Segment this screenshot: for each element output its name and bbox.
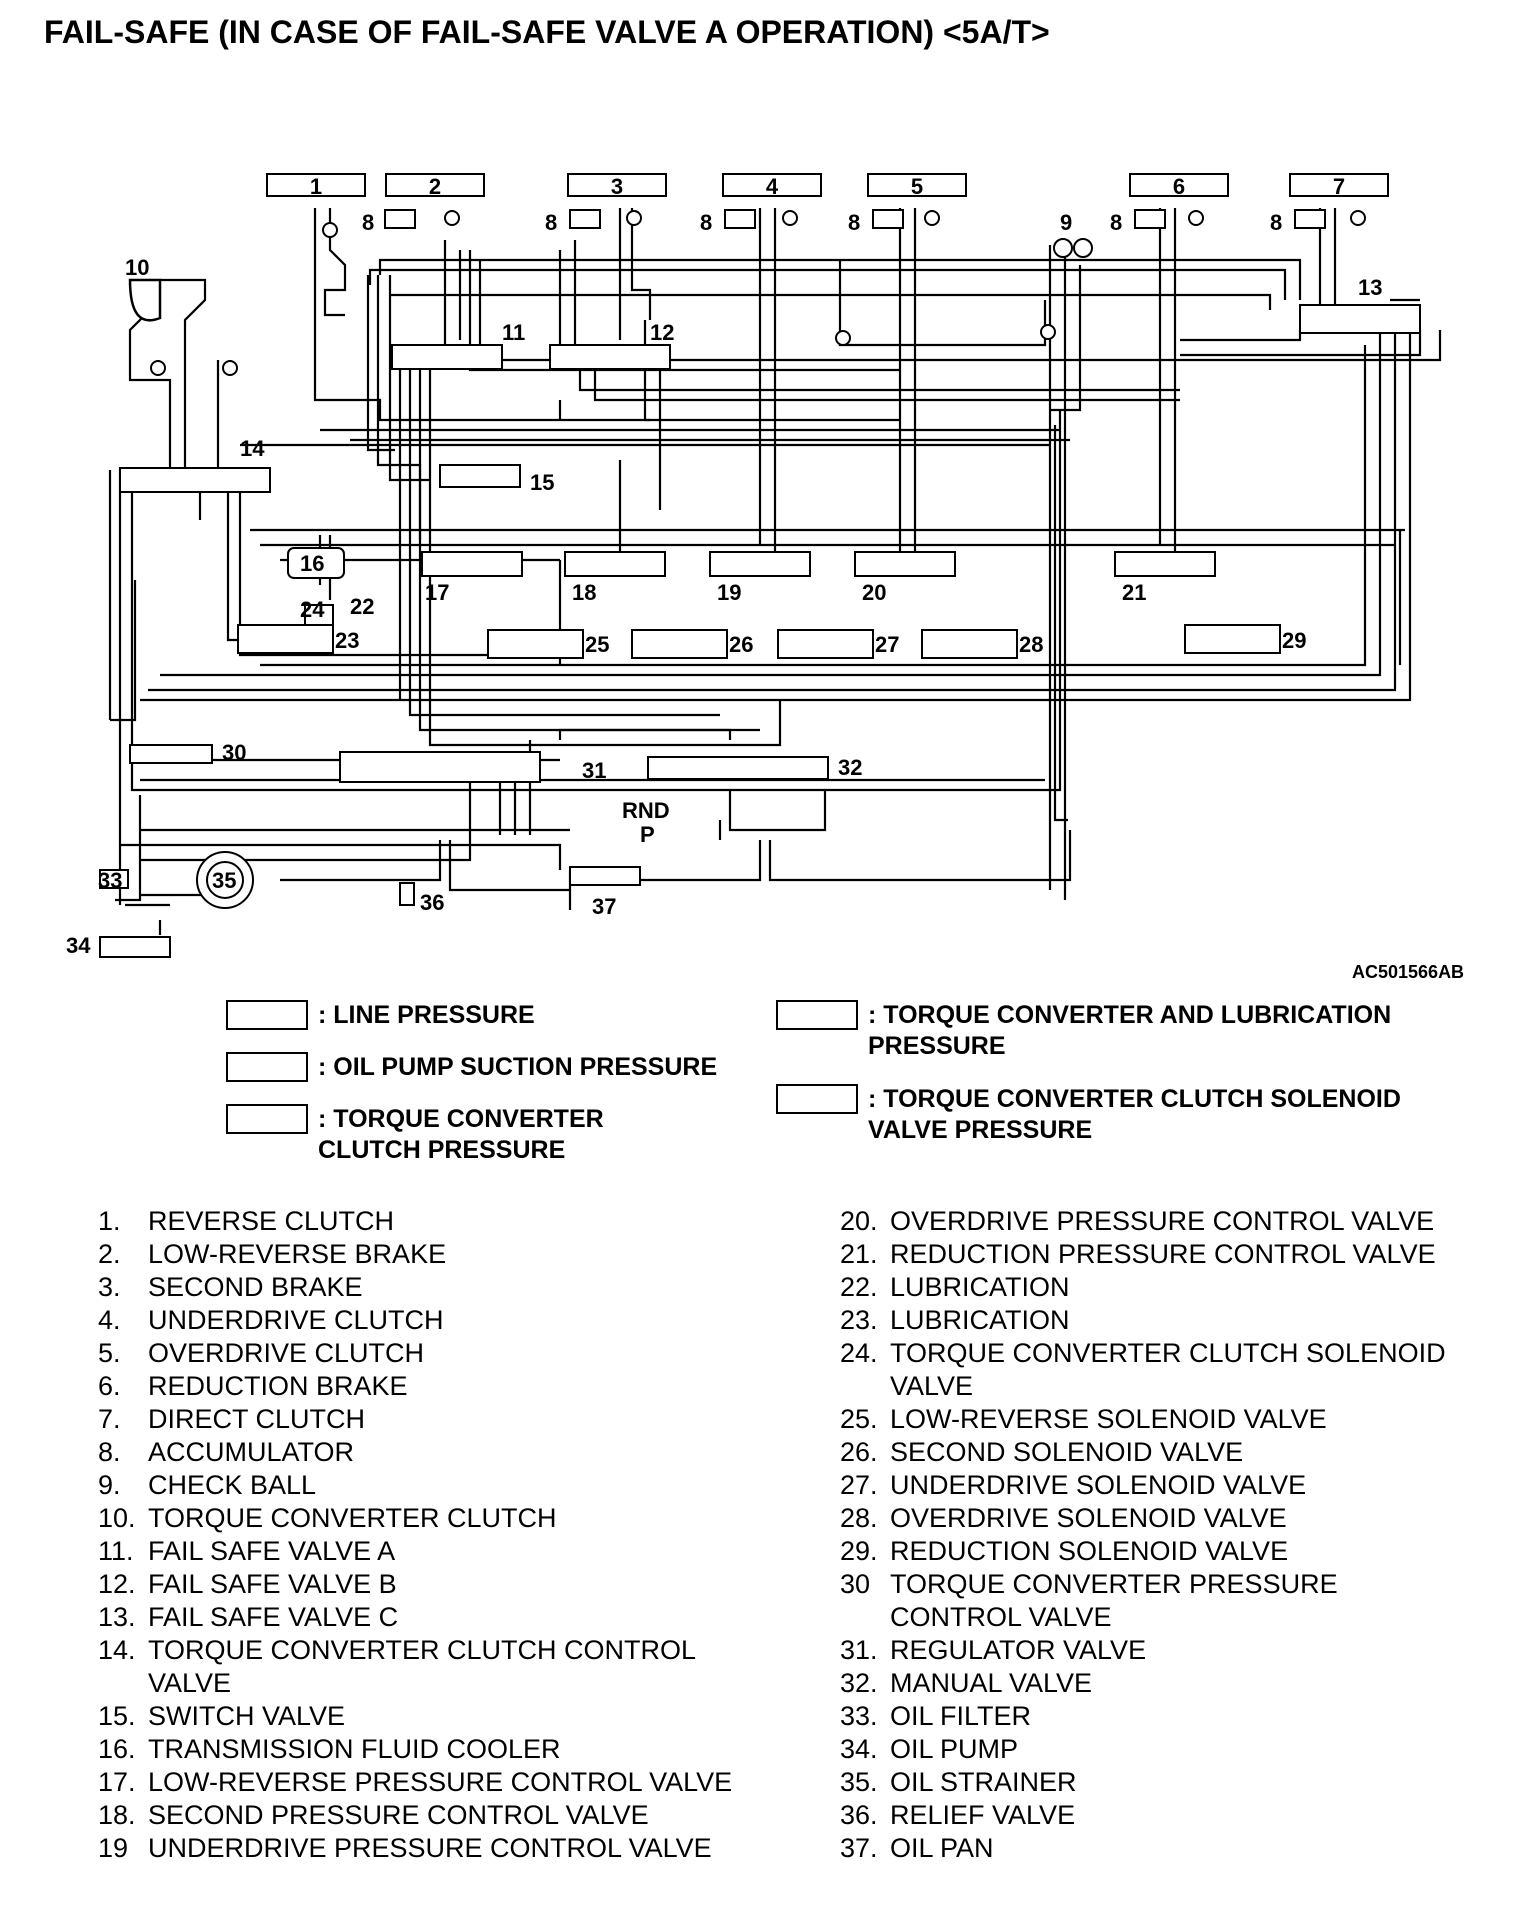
callout-15: 15: [530, 470, 554, 495]
outlet-box-4: 4: [766, 174, 779, 199]
callout-21: 21: [1122, 580, 1146, 605]
callout-20: 20: [862, 580, 886, 605]
outlet-box-7: 7: [1333, 174, 1345, 199]
legend-swatch: [226, 1000, 308, 1030]
callout-17: 17: [425, 580, 449, 605]
hydraulic-circuit-diagram: 1 2 3 4 5 6 7 8 8 8 8 8 8: [66, 173, 1442, 958]
outlet-box-1: 1: [310, 174, 322, 199]
oil-supply-components: [99, 851, 641, 958]
reference-code: AC501566AB: [1352, 962, 1465, 982]
outlet-box-6: 6: [1173, 174, 1185, 199]
callout-12: 12: [650, 320, 674, 345]
valve-callouts: 11 12 13 14 15 17 18 19 20 21 30 31 32: [222, 275, 1382, 783]
callout-8b: 8: [545, 210, 557, 235]
callout-13: 13: [1358, 275, 1382, 300]
legend-swatch: [776, 1000, 858, 1030]
callout-36: 36: [420, 890, 444, 915]
callout-32: 32: [838, 755, 862, 780]
callout-8f: 8: [1270, 210, 1282, 235]
legend-swatch: [226, 1052, 308, 1082]
callout-8e: 8: [1110, 210, 1122, 235]
outlet-box-3: 3: [611, 174, 623, 199]
callout-33: 33: [98, 868, 122, 893]
callout-27: 27: [875, 632, 899, 657]
callout-9: 9: [1060, 210, 1072, 235]
callout-22: 22: [350, 594, 374, 619]
callout-28: 28: [1019, 632, 1043, 657]
check-ball: [835, 238, 1093, 346]
legend-swatch: [226, 1104, 308, 1134]
accumulator-callouts: 8 8 8 8 8 8: [362, 210, 1282, 235]
callout-31: 31: [582, 758, 606, 783]
accumulators: [150, 209, 1366, 376]
fluid-cooler-shape: [287, 547, 345, 579]
selector-p: P: [640, 822, 655, 847]
supply-callouts: 33 34 35 36 37: [66, 868, 616, 958]
callout-8c: 8: [700, 210, 712, 235]
legend-swatch: [776, 1084, 858, 1114]
callout-25: 25: [585, 632, 609, 657]
solenoid-callouts: 24 23 25 26 27 28 29: [300, 597, 1306, 657]
callout-18: 18: [572, 580, 596, 605]
callout-35: 35: [212, 868, 236, 893]
callout-24: 24: [300, 597, 325, 622]
callout-8d: 8: [848, 210, 860, 235]
callout-14: 14: [240, 436, 265, 461]
callout-30: 30: [222, 740, 246, 765]
legend-label: : TORQUE CONVERTER CLUTCH PRESSURE: [318, 1105, 604, 1164]
callout-16: 16: [300, 551, 324, 576]
legend-label: : OIL PUMP SUCTION PRESSURE: [318, 1053, 718, 1081]
callout-34: 34: [66, 933, 91, 958]
legend-label: : TORQUE CONVERTER CLUTCH SOLENOID VALVE…: [868, 1085, 1401, 1144]
solenoid-valves: [237, 604, 1281, 659]
outlet-box-5: 5: [911, 174, 923, 199]
page-title: FAIL-SAFE (IN CASE OF FAIL-SAFE VALVE A …: [44, 14, 1050, 50]
torque-converter-clutch-shape: [128, 278, 162, 322]
legend-label: : LINE PRESSURE: [318, 1001, 535, 1029]
callout-8a: 8: [362, 210, 374, 235]
spool-valves: [119, 304, 1421, 783]
outlet-boxes: 1 2 3 4 5 6 7: [266, 173, 1389, 199]
callout-23: 23: [335, 628, 359, 653]
callout-26: 26: [729, 632, 753, 657]
callout-11: 11: [502, 320, 525, 345]
outlet-box-2: 2: [429, 174, 441, 199]
callout-29: 29: [1282, 628, 1306, 653]
legend-label: : TORQUE CONVERTER AND LUBRICATION PRESS…: [868, 1001, 1392, 1060]
callout-10: 10: [125, 255, 149, 280]
callout-37: 37: [592, 894, 616, 919]
callout-19: 19: [717, 580, 741, 605]
selector-rnd: RND: [622, 798, 670, 823]
